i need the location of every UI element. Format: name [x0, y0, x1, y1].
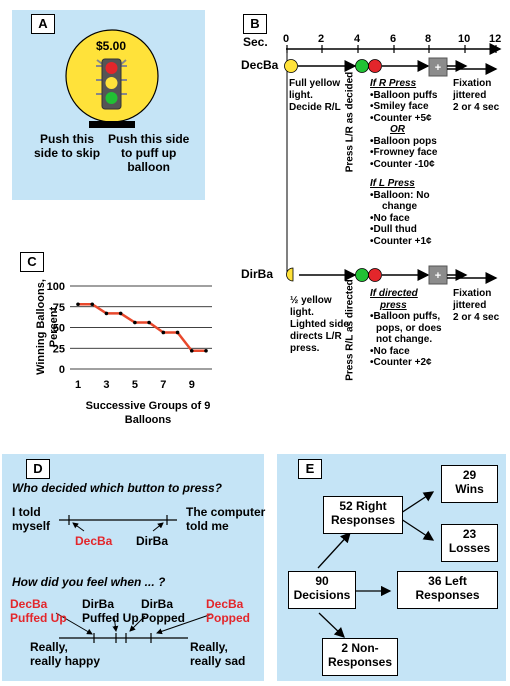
chart-data-point [104, 311, 109, 316]
decba-marker: DecBa [75, 534, 113, 548]
dirba-marker: DirBa [136, 534, 169, 548]
question-who-decided: Who decided which button to press? [12, 481, 222, 495]
svg-text:+: + [435, 270, 441, 282]
time-axis-label: Sec. [243, 35, 268, 49]
chart-ytick-label: 0 [59, 364, 65, 376]
decba-row-label: DecBa [241, 58, 279, 72]
chart-ytick-label: 100 [47, 281, 65, 293]
really-happy-anchor: Really,really happy [30, 640, 101, 668]
panel-a-label: A [31, 14, 55, 34]
tick-2: 2 [318, 33, 325, 45]
price-label: $5.00 [96, 39, 127, 53]
chart-xtick-label: 9 [189, 379, 195, 391]
chart-data-point [147, 320, 151, 325]
chart-xtick-label: 7 [160, 379, 166, 391]
tick-12: 12 [489, 33, 502, 45]
chart-ytick-label: 50 [53, 323, 65, 335]
chart-xtick-label: 5 [132, 379, 138, 391]
dirba-outcomes: If directed press •Balloon puffs, pops, … [370, 288, 442, 368]
tick-0: 0 [283, 33, 290, 45]
panel-d-label: D [26, 459, 50, 479]
chart-data-point [90, 302, 95, 307]
dirba-row-label: DirBa [241, 267, 274, 281]
tick-10: 10 [458, 33, 471, 45]
chart-xtick-label: 3 [103, 379, 109, 391]
chart-data-point [175, 330, 180, 335]
chart-xtick-label: 1 [75, 379, 81, 391]
non-responses-box: 2 Non-Responses [322, 638, 398, 676]
panel-d [2, 454, 264, 681]
chart-data-point [133, 320, 137, 325]
chart-data-point [204, 348, 208, 353]
question-how-feel: How did you feel when ... ? [12, 575, 166, 589]
decba-outcomes: If R Press •Balloon puffs •Smiley face •… [370, 78, 438, 247]
panel-b-label: B [243, 14, 267, 34]
chart-ytick-label: 75 [53, 302, 65, 314]
panel-e-label: E [298, 459, 322, 479]
chart-data-point [118, 311, 123, 316]
tick-4: 4 [354, 33, 361, 45]
chart-data-point [76, 302, 80, 307]
chart-data-point [189, 348, 194, 353]
tick-6: 6 [390, 33, 397, 45]
chart-data-point [161, 330, 166, 335]
tick-8: 8 [425, 33, 432, 45]
panel-c-label: C [20, 252, 44, 272]
chart-series-line [78, 303, 206, 352]
really-sad-anchor: Really,really sad [190, 640, 246, 668]
chart-ytick-label: 25 [53, 343, 65, 355]
svg-text:+: + [435, 62, 441, 74]
